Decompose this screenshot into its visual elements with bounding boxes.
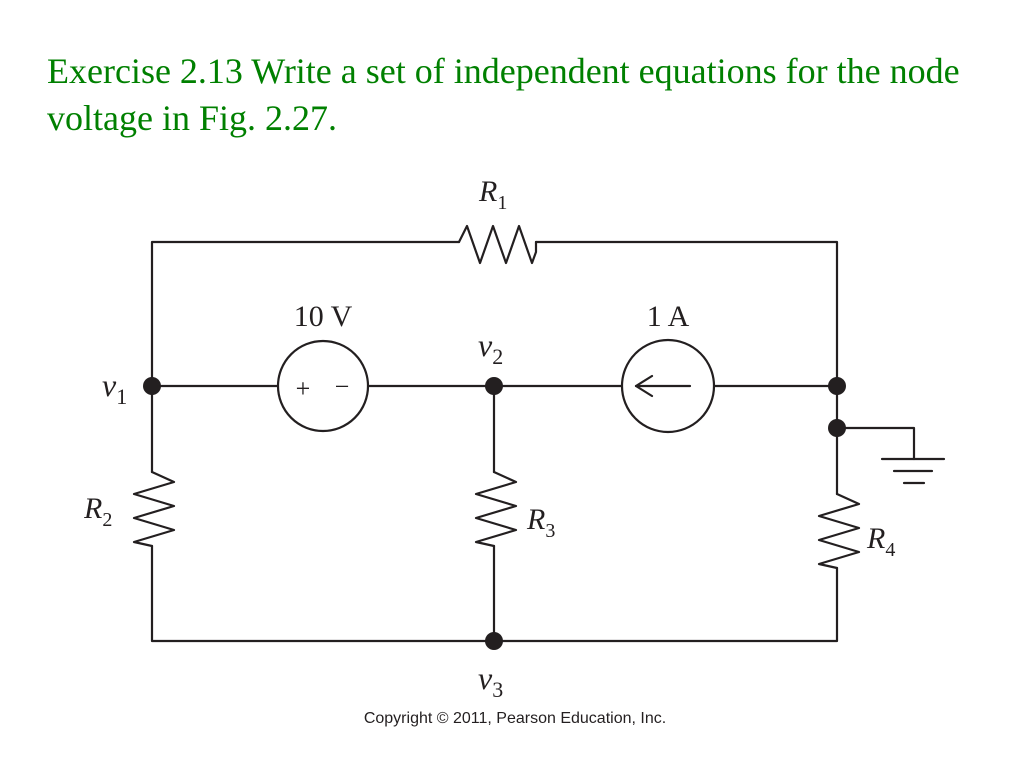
voltage-source-circle bbox=[276, 339, 370, 433]
circuit-diagram: + − R1 R2 R3 R4 10 V 1 A v1 v2 v3 bbox=[84, 175, 946, 702]
node-right-top-dot bbox=[828, 377, 846, 395]
current-source-1a bbox=[620, 338, 716, 434]
label-v1: v1 bbox=[102, 367, 127, 409]
wires bbox=[150, 240, 916, 643]
voltage-source-plus: + bbox=[296, 374, 311, 403]
node-v3-dot bbox=[485, 632, 503, 650]
wire-top bbox=[150, 240, 461, 384]
label-r3: R3 bbox=[526, 503, 555, 542]
copyright-notice: Copyright © 2011, Pearson Education, Inc… bbox=[363, 710, 667, 727]
ground-icon bbox=[880, 457, 946, 485]
resistor-r2-symbol bbox=[132, 470, 176, 548]
node-v2-dot bbox=[485, 377, 503, 395]
slide-title: Exercise 2.13 Write a set of independent… bbox=[47, 51, 960, 138]
voltage-source-10v: + − bbox=[276, 339, 370, 433]
resistor-r1-symbol bbox=[457, 224, 538, 265]
circuit-figure: + − R1 R2 R3 R4 10 V 1 A v1 v2 v3 bbox=[84, 174, 946, 734]
wire-top-right bbox=[534, 240, 839, 430]
label-v2: v2 bbox=[478, 327, 503, 369]
current-source-value: 1 A bbox=[647, 300, 690, 333]
label-v3: v3 bbox=[478, 660, 503, 702]
node-v1-dot bbox=[143, 377, 161, 395]
current-source-circle bbox=[620, 338, 716, 434]
node-ground-dot bbox=[828, 419, 846, 437]
voltage-source-value: 10 V bbox=[294, 300, 353, 333]
resistor-r3-symbol bbox=[474, 470, 518, 548]
wire-ground bbox=[835, 426, 916, 461]
label-r4: R4 bbox=[866, 522, 895, 561]
label-r2: R2 bbox=[84, 492, 112, 531]
resistor-r4-symbol bbox=[817, 492, 861, 570]
label-r1: R1 bbox=[478, 175, 507, 214]
voltage-source-minus: − bbox=[335, 372, 350, 401]
current-arrow-head-icon bbox=[634, 374, 654, 398]
